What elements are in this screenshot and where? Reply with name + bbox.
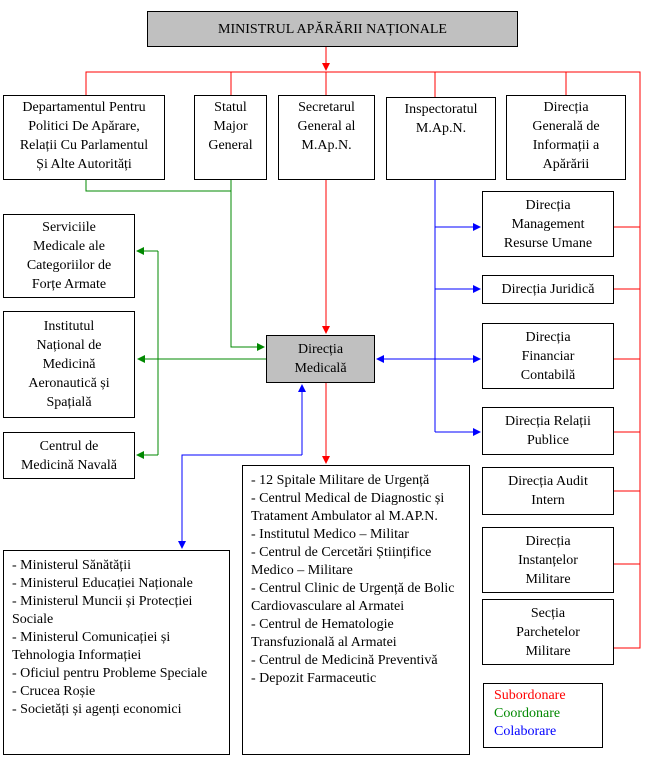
legend-coordination: Coordonare bbox=[494, 706, 561, 721]
line: M.Ap.N. bbox=[415, 121, 467, 136]
line: Direcția bbox=[297, 342, 344, 357]
line: General bbox=[208, 138, 253, 153]
line: Direcția bbox=[525, 197, 571, 213]
line: Secția bbox=[530, 605, 566, 621]
line: Institutul bbox=[43, 319, 95, 334]
list-item: - Ministerul Sănătății bbox=[12, 558, 131, 573]
collaboration-lines bbox=[178, 180, 481, 549]
line: General al bbox=[297, 119, 356, 134]
line: Relații Cu Parlamentul bbox=[19, 138, 149, 153]
line: Politici De Apărare, bbox=[28, 119, 140, 134]
line: Major bbox=[213, 119, 248, 134]
line: Financiar bbox=[521, 348, 575, 364]
line: Direcția Juridică bbox=[501, 282, 595, 297]
line: Informații a bbox=[532, 138, 600, 153]
collaboration-partners-list: - Ministerul Sănătății - Ministerul Educ… bbox=[3, 550, 230, 755]
list-item: - Centrul Clinic de Urgență de Bolic Car… bbox=[251, 581, 455, 614]
line: Secretarul bbox=[298, 100, 355, 115]
list-item: - Crucea Roșie bbox=[12, 684, 96, 699]
line: Aeronautică și bbox=[28, 376, 110, 391]
minister-label: MINISTRUL APĂRĂRII NAȚIONALE bbox=[218, 21, 447, 37]
list-item: - Depozit Farmaceutic bbox=[251, 671, 377, 686]
line: Instanțelor bbox=[518, 552, 578, 568]
line: M.Ap.N. bbox=[301, 138, 352, 153]
line: Categoriilor de bbox=[26, 258, 112, 273]
line: Management bbox=[511, 216, 585, 232]
subordinate-units-list: - 12 Spitale Militare de Urgență - Centr… bbox=[242, 465, 470, 755]
line: Spațială bbox=[46, 395, 92, 410]
unit-naval-medicine: Centrul de Medicină Navală bbox=[3, 432, 135, 479]
list-item: - Institutul Medico – Militar bbox=[251, 527, 409, 542]
line: Forțe Armate bbox=[31, 277, 107, 292]
list-item: - Centrul de Hematologie Transfuzională … bbox=[251, 617, 397, 650]
line: Direcția bbox=[543, 100, 589, 115]
line: Direcția bbox=[525, 329, 571, 345]
list-item: - Ministerul Comunicației și Tehnologia … bbox=[12, 630, 171, 663]
line: Publice bbox=[527, 433, 569, 448]
list-item: - Societăți și agenți economici bbox=[12, 702, 182, 717]
line: Centrul de bbox=[39, 438, 99, 454]
list-item: - Centrul de Medicină Preventivă bbox=[251, 653, 438, 668]
line: Direcția Relații bbox=[505, 414, 591, 429]
list-item: - Ministerul Muncii și Protecției Social… bbox=[12, 594, 193, 627]
line: Resurse Umane bbox=[503, 235, 593, 251]
line: Național de bbox=[36, 338, 102, 353]
subordination-lines bbox=[85, 47, 641, 649]
line: Direcția Audit bbox=[508, 474, 588, 489]
line: Serviciile bbox=[42, 220, 96, 235]
legend-collaboration: Colaborare bbox=[494, 724, 557, 739]
list-item: - Centrul de Cercetări Științifice Medic… bbox=[251, 545, 432, 578]
legend-subordination: Subordonare bbox=[494, 688, 566, 703]
line: Inspectoratul bbox=[404, 102, 478, 117]
line: Departamentul Pentru bbox=[22, 100, 146, 115]
line: Direcția bbox=[525, 533, 571, 549]
line: Statul bbox=[214, 100, 247, 115]
coordination-lines bbox=[85, 180, 266, 459]
line: Militare bbox=[525, 571, 571, 587]
list-item: - Oficiul pentru Probleme Speciale bbox=[12, 666, 208, 681]
line: Și Alte Autorități bbox=[36, 157, 132, 172]
list-item: - Centrul Medical de Diagnostic și Trata… bbox=[251, 491, 445, 524]
line: Medicină bbox=[42, 357, 96, 372]
minister-box: MINISTRUL APĂRĂRII NAȚIONALE bbox=[147, 11, 518, 47]
line: Apărării bbox=[542, 157, 590, 172]
list-item: - 12 Spitale Militare de Urgență bbox=[251, 473, 430, 488]
legend: Subordonare Coordonare Colaborare bbox=[483, 683, 603, 748]
line: Medicale ale bbox=[33, 239, 105, 254]
line: Medicină Navală bbox=[20, 457, 117, 473]
line: Generală de bbox=[532, 119, 600, 134]
line: Militare bbox=[525, 643, 571, 659]
unit-legal: Direcția Juridică bbox=[482, 275, 614, 304]
line: Medicală bbox=[294, 361, 347, 376]
line: Intern bbox=[531, 493, 565, 508]
line: Parchetelor bbox=[516, 624, 580, 640]
list-item: - Ministerul Educației Naționale bbox=[12, 576, 193, 591]
line: Contabilă bbox=[520, 367, 576, 383]
